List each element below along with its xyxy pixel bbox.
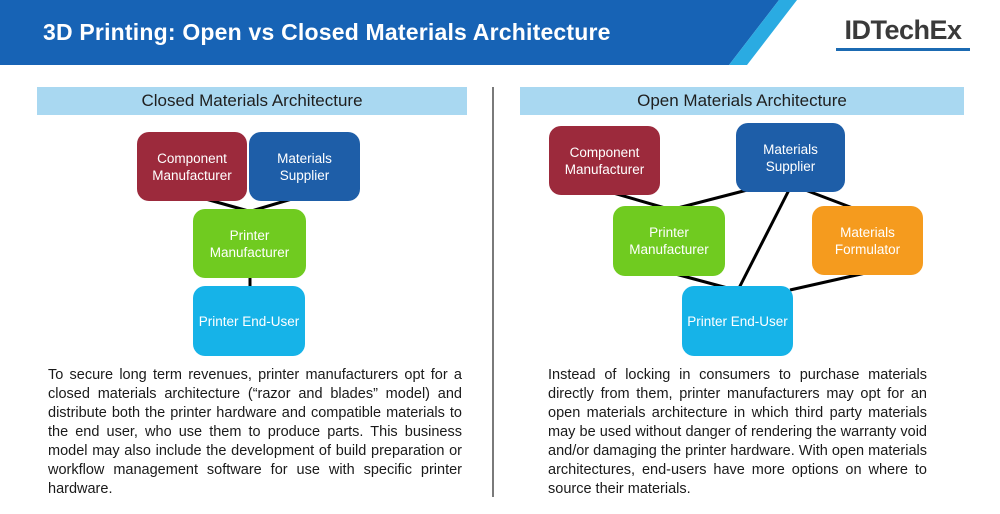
node-closed-printer-end-user: Printer End-User [193, 286, 305, 356]
node-closed-materials-supplier: Materials Supplier [249, 132, 360, 201]
node-closed-component-manufacturer: Component Manufacturer [137, 132, 247, 201]
panel-title-open: Open Materials Architecture [520, 87, 964, 115]
node-open-printer-end-user: Printer End-User [682, 286, 793, 356]
paragraph-closed: To secure long term revenues, printer ma… [48, 367, 462, 497]
title-bar-shape [0, 0, 797, 65]
node-label: Component Manufacturer [152, 150, 232, 183]
node-label: Printer Manufacturer [209, 227, 290, 260]
node-closed-printer-manufacturer: Printer Manufacturer [193, 209, 306, 278]
idtechex-logo: IDTechEx [836, 14, 970, 51]
title-bar: 3D Printing: Open vs Closed Materials Ar… [0, 0, 1000, 65]
node-label: Materials Formulator [834, 224, 901, 257]
node-open-materials-supplier: Materials Supplier [736, 123, 845, 192]
title-bar-background [0, 0, 779, 65]
panel-title-closed: Closed Materials Architecture [37, 87, 467, 115]
edge-open-supplier-to-end-user [736, 187, 792, 291]
node-label: Printer End-User [198, 313, 300, 329]
header-diagonal-stripe [729, 0, 797, 65]
edge-open-formulator-to-end-user [789, 270, 871, 292]
node-open-component-manufacturer: Component Manufacturer [549, 126, 660, 195]
logo-text: IDTechEx [844, 15, 962, 45]
node-label: Materials Supplier [763, 141, 818, 174]
node-label: Component Manufacturer [564, 144, 645, 177]
logo-underline [836, 48, 970, 51]
panel-divider [492, 87, 494, 497]
node-open-printer-manufacturer: Printer Manufacturer [613, 206, 725, 276]
paragraph-open: Instead of locking in consumers to purch… [548, 367, 927, 497]
node-label: Printer Manufacturer [629, 225, 709, 257]
node-label: Materials Supplier [277, 150, 332, 183]
node-label: Printer End-User [687, 313, 788, 329]
slide-title: 3D Printing: Open vs Closed Materials Ar… [43, 19, 611, 45]
node-open-materials-formulator: Materials Formulator [812, 206, 923, 275]
